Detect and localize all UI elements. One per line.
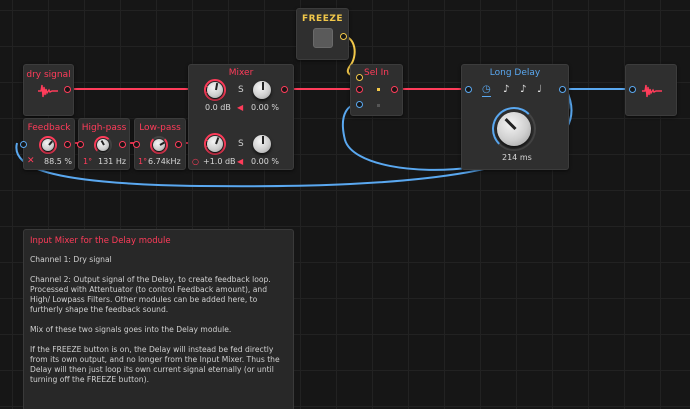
mixer-ch2-circle-icon[interactable]: ○ (192, 157, 199, 166)
info-note: Input Mixer for the Delay module Channel… (23, 229, 294, 409)
lowpass-knob-ring (150, 136, 168, 154)
lowpass-order[interactable]: 1° (138, 157, 148, 166)
lowpass-knob[interactable] (153, 139, 165, 151)
feedback-output-port[interactable] (64, 141, 71, 148)
mixer-ch2-level-knob[interactable] (207, 136, 223, 152)
sync-icon[interactable]: ◷ (482, 84, 491, 97)
lowpass-value: 6.74kHz (148, 157, 181, 166)
mixer-ch2-pan-value: 0.00 % (251, 157, 279, 166)
long-delay-time-value: 214 ms (502, 153, 532, 162)
highpass-order[interactable]: 1° (83, 157, 93, 166)
feedback-input-port[interactable] (20, 141, 27, 148)
note-icon[interactable]: ♩ (537, 84, 542, 95)
feedback-knob[interactable] (42, 139, 54, 151)
mixer-module: Mixer 0.0 dB S ◀ 0.00 % ○ +1.0 dB S ◀ 0.… (188, 64, 294, 170)
highpass-module: High-pass 1° 131 Hz (77, 118, 130, 170)
lowpass-output-port[interactable] (175, 141, 182, 148)
highpass-knob[interactable] (97, 139, 109, 151)
feedback-value: 88.5 % (44, 157, 72, 166)
feedback-knob-ring (39, 136, 57, 154)
note-paragraph-1: Channel 1: Dry signal (30, 255, 112, 264)
sel-in-module: Sel In (350, 64, 403, 116)
freeze-output-port[interactable] (340, 33, 347, 40)
highpass-knob-ring (94, 136, 112, 154)
mixer-ch1-pan-knob[interactable] (253, 81, 271, 99)
sel-in-indicator-2 (377, 104, 380, 107)
close-x-icon[interactable]: ✕ (27, 156, 35, 166)
mute-speaker-icon[interactable]: ◀ (237, 157, 244, 166)
feedback-module: Feedback ✕ 88.5 % (20, 118, 75, 170)
freeze-title: FREEZE (301, 14, 344, 24)
highpass-output-port[interactable] (119, 141, 126, 148)
sel-in-output-port[interactable] (391, 86, 398, 93)
highpass-title: High-pass (81, 123, 127, 133)
waveform-icon (38, 84, 58, 98)
audio-output-module (625, 64, 677, 116)
note-icon[interactable]: ♪ (503, 84, 510, 95)
note-paragraph-3: Mix of these two signals goes into the D… (30, 325, 232, 334)
note-title: Input Mixer for the Delay module (30, 236, 171, 246)
mixer-ch2-pan-knob[interactable] (253, 135, 271, 153)
dry-signal-module: dry signal (23, 64, 74, 116)
audio-output-input-port[interactable] (629, 86, 636, 93)
highpass-value: 131 Hz (98, 157, 127, 166)
sel-in-select-port[interactable] (356, 74, 363, 81)
note-paragraph-4: If the FREEZE button is on, the Delay wi… (30, 345, 280, 384)
long-delay-title: Long Delay (489, 68, 541, 78)
mixer-ch1-level-knob[interactable] (207, 82, 223, 98)
lowpass-title: Low-pass (139, 123, 181, 133)
lowpass-input-port[interactable] (133, 141, 140, 148)
mixer-ch2-level-value: +1.0 dB (203, 157, 236, 166)
long-delay-time-ring (492, 107, 536, 151)
mixer-ch1-level-value: 0.0 dB (205, 103, 231, 112)
highpass-input-port[interactable] (77, 141, 84, 148)
dry-signal-title: dry signal (26, 70, 71, 80)
long-delay-input-port[interactable] (465, 86, 472, 93)
mixer-ch2-solo-button[interactable]: S (238, 139, 244, 149)
note-paragraph-2: Channel 2: Output signal of the Delay, t… (30, 275, 271, 314)
sel-in-title: Sel In (364, 68, 389, 78)
lowpass-module: Low-pass 1° 6.74kHz (133, 118, 186, 170)
note-icon[interactable]: ♪ (520, 84, 527, 95)
mixer-ch2-level-ring (204, 133, 226, 155)
sel-in-indicator-1 (377, 88, 380, 91)
freeze-module: FREEZE (296, 8, 349, 60)
mixer-ch1-level-ring (204, 79, 226, 101)
waveform-icon (642, 84, 662, 98)
mixer-ch1-solo-button[interactable]: S (238, 85, 244, 95)
mixer-ch1-pan-value: 0.00 % (251, 103, 279, 112)
long-delay-output-port[interactable] (559, 86, 566, 93)
sel-in-input-2-port[interactable] (356, 101, 363, 108)
dry-signal-output-port[interactable] (64, 86, 71, 93)
mute-speaker-icon[interactable]: ◀ (237, 103, 244, 112)
sel-in-input-1-port[interactable] (356, 86, 363, 93)
feedback-title: Feedback (27, 123, 71, 133)
freeze-button[interactable] (313, 28, 333, 48)
mixer-output-port[interactable] (281, 86, 288, 93)
long-delay-time-knob[interactable] (497, 112, 531, 146)
mixer-title: Mixer (228, 68, 254, 78)
long-delay-module: Long Delay ◷ ♪ ♪ ♩ 214 ms (461, 64, 569, 170)
